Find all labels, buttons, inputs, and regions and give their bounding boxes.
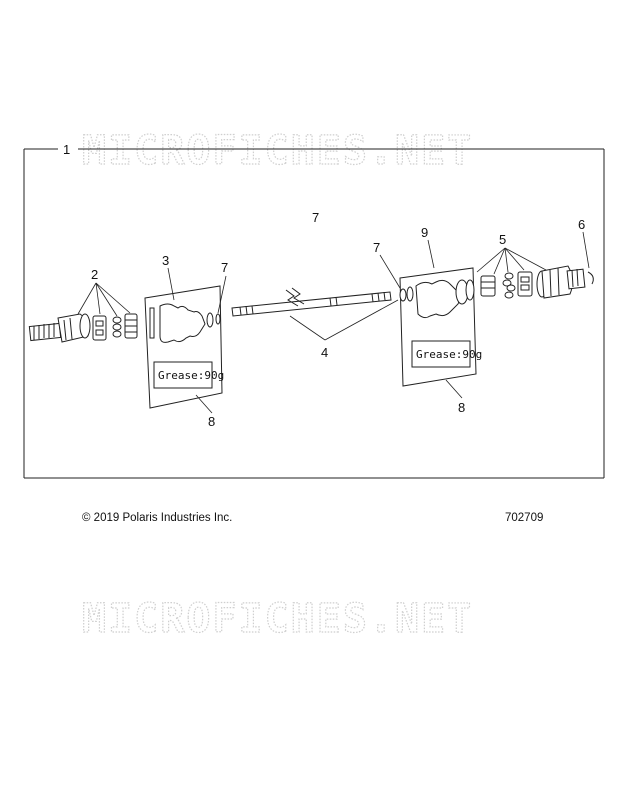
outer-cv-joint	[28, 313, 91, 343]
callout-4: 4	[321, 345, 328, 360]
assembly-frame	[23, 148, 605, 479]
callout-7-left: 7	[221, 260, 228, 275]
inner-cv-joint	[536, 265, 594, 299]
callout-6: 6	[578, 217, 585, 232]
leader-lines	[77, 231, 590, 414]
grease-label-left-text: Grease:90g	[158, 369, 224, 382]
watermark-bottom: MICROFICHES.NET	[82, 596, 473, 642]
part-number: 702709	[505, 512, 544, 524]
callout-9: 9	[421, 225, 428, 240]
boot-right	[399, 279, 475, 319]
grease-kit-box-left	[144, 285, 223, 409]
watermark-top: MICROFICHES.NET	[82, 128, 473, 174]
bearing-cage-left	[92, 313, 138, 341]
grease-kit-box-right	[399, 267, 477, 387]
callout-8-left: 8	[208, 414, 215, 429]
callout-1: 1	[63, 142, 70, 157]
callout-7-top: 7	[312, 210, 319, 225]
bearing-cage-right	[480, 271, 533, 299]
copyright-text: © 2019 Polaris Industries Inc.	[82, 512, 233, 524]
axle-shaft	[231, 287, 392, 317]
boot-left	[149, 303, 221, 343]
grease-label-right-text: Grease:90g	[416, 348, 482, 361]
grease-label-right	[411, 340, 471, 368]
grease-label-left	[153, 361, 213, 389]
callout-5: 5	[499, 232, 506, 247]
callout-8-right: 8	[458, 400, 465, 415]
callout-2: 2	[91, 267, 98, 282]
callout-7-right: 7	[373, 240, 380, 255]
callout-3: 3	[162, 253, 169, 268]
